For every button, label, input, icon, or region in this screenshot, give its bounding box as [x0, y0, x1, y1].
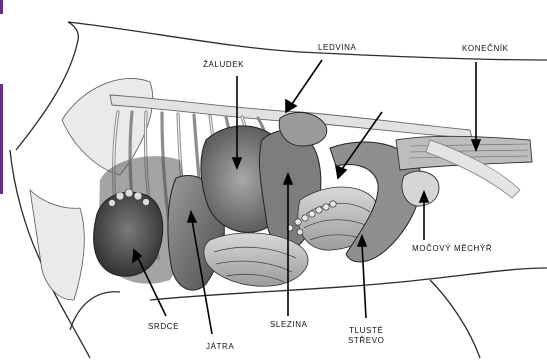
label-zaludek: ŽALUDEK [203, 60, 244, 70]
label-slezina: SLEZINA [270, 320, 308, 330]
label-tluste-strevo: TLUSTÉ STŘEVO [348, 326, 385, 346]
left-edge-accent [0, 84, 3, 194]
arrow-ledvina [286, 60, 322, 112]
label-tluste-line1: TLUSTÉ [348, 326, 385, 336]
left-edge-accent [0, 0, 3, 14]
label-ledvina: LEDVINA [318, 43, 356, 53]
label-konecnik: KONEČNÍK [462, 44, 509, 54]
heart [94, 189, 163, 276]
label-jatra: JÁTRA [206, 342, 234, 352]
arrow-mocovy-mechyr [420, 192, 428, 240]
label-mocovy-mechyr: MOČOVÝ MĚCHÝŘ [412, 244, 492, 254]
label-srdce: SRDCE [148, 322, 179, 332]
label-tluste-line2: STŘEVO [348, 336, 385, 346]
